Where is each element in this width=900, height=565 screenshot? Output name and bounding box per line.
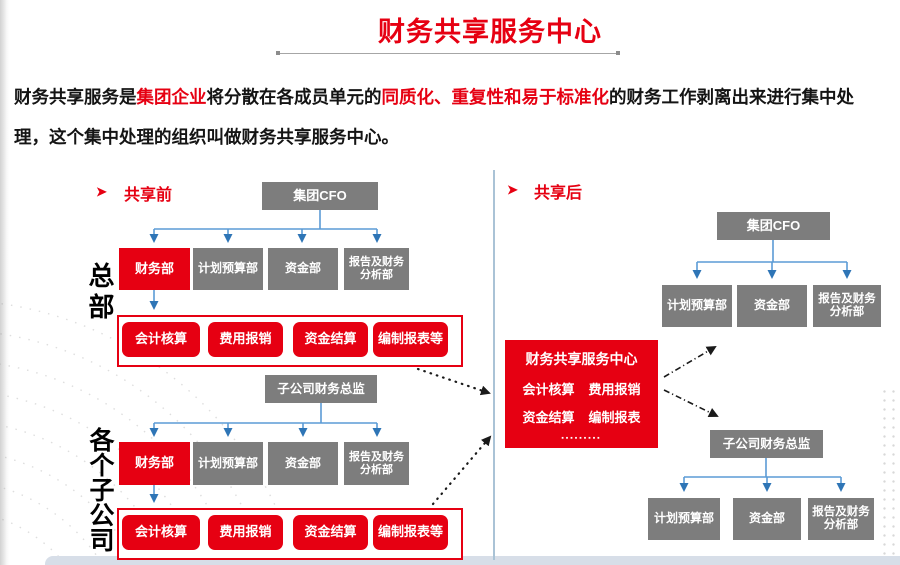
page-title: 财务共享服务中心 — [378, 17, 602, 47]
org-box-report-analysis-dept-hq: 报告及财务分析部 — [344, 248, 409, 290]
bottom-accent-bar — [45, 556, 900, 565]
org-box-group-cfo-after: 集团CFO — [717, 212, 830, 240]
shared-service-center-title: 财务共享服务中心 — [525, 351, 638, 367]
after-bullet-icon: ➤ — [507, 182, 518, 197]
org-box-treasury-dept-sub: 资金部 — [268, 442, 338, 485]
task-box-reporting-sub: 编制报表等 — [373, 515, 448, 550]
org-box-report-analysis-dept-after-hq: 报告及财务分析部 — [813, 285, 881, 327]
org-box-report-analysis-dept-after-sub: 报告及财务分析部 — [808, 498, 874, 540]
task-box-settlement-hq: 资金结算 — [293, 322, 368, 357]
task-box-accounting-sub: 会计核算 — [122, 515, 200, 550]
center-task-accounting: 会计核算 — [522, 381, 575, 397]
center-ellipsis: ▪▪▪▪▪▪▪▪▪ — [561, 434, 602, 442]
intro-segment-emphasis: 同质化、重复性和易于标准化 — [381, 87, 610, 107]
task-box-settlement-sub: 资金结算 — [293, 515, 368, 550]
org-box-budget-dept-after-sub: 计划预算部 — [648, 498, 720, 540]
org-box-group-cfo-before: 集团CFO — [262, 182, 378, 210]
task-box-accounting-hq: 会计核算 — [122, 322, 200, 357]
intro-segment: 将分散在各成员单元的 — [206, 87, 382, 107]
subsidiaries-side-label: 各个子公司 — [86, 427, 113, 552]
org-box-report-analysis-dept-sub: 报告及财务分析部 — [344, 442, 409, 485]
before-section-label: 共享前 — [124, 187, 173, 204]
background-dot-grid — [880, 387, 900, 557]
org-box-finance-dept-sub: 财务部 — [119, 442, 190, 485]
task-box-expense-sub: 费用报销 — [208, 515, 283, 550]
before-bullet-icon: ➤ — [96, 184, 107, 199]
intro-segment: 的财务工作剥离出来进行集中处理，这个集中处理的组织叫做财务共享服务中心。 — [14, 87, 854, 147]
divider-line — [493, 170, 495, 560]
after-section-label: 共享后 — [534, 185, 583, 202]
org-box-sub-cfo-before: 子公司财务总监 — [265, 375, 377, 403]
intro-text: 财务共享服务是集团企业将分散在各成员单元的同质化、重复性和易于标准化的财务工作剥… — [14, 77, 862, 157]
center-task-expense: 费用报销 — [588, 381, 641, 397]
task-box-reporting-hq: 编制报表等 — [373, 322, 448, 357]
hq-side-label: 总部 — [85, 262, 114, 324]
org-box-treasury-dept-after-hq: 资金部 — [737, 285, 807, 327]
org-box-budget-dept-after-hq: 计划预算部 — [662, 285, 732, 327]
title-underline — [276, 51, 620, 55]
org-box-budget-dept-hq: 计划预算部 — [193, 248, 263, 290]
org-box-treasury-dept-after-sub: 资金部 — [733, 498, 801, 540]
intro-segment-emphasis: 集团企业 — [136, 87, 207, 107]
org-box-budget-dept-sub: 计划预算部 — [193, 442, 263, 485]
underline-end-dot — [616, 51, 620, 55]
org-box-sub-cfo-after: 子公司财务总监 — [710, 430, 823, 458]
shared-service-center-box: 财务共享服务中心 会计核算 费用报销 资金结算 编制报表 ▪▪▪▪▪▪▪▪▪ — [505, 340, 658, 448]
underline-end-dot — [276, 51, 280, 55]
center-task-reporting: 编制报表 — [588, 410, 641, 426]
center-task-settlement: 资金结算 — [522, 410, 575, 426]
org-box-treasury-dept-hq: 资金部 — [268, 248, 338, 290]
left-edge-shading — [0, 0, 10, 565]
intro-segment: 财务共享服务是 — [14, 87, 137, 107]
task-box-expense-hq: 费用报销 — [208, 322, 283, 357]
org-box-finance-dept-hq: 财务部 — [119, 248, 190, 290]
